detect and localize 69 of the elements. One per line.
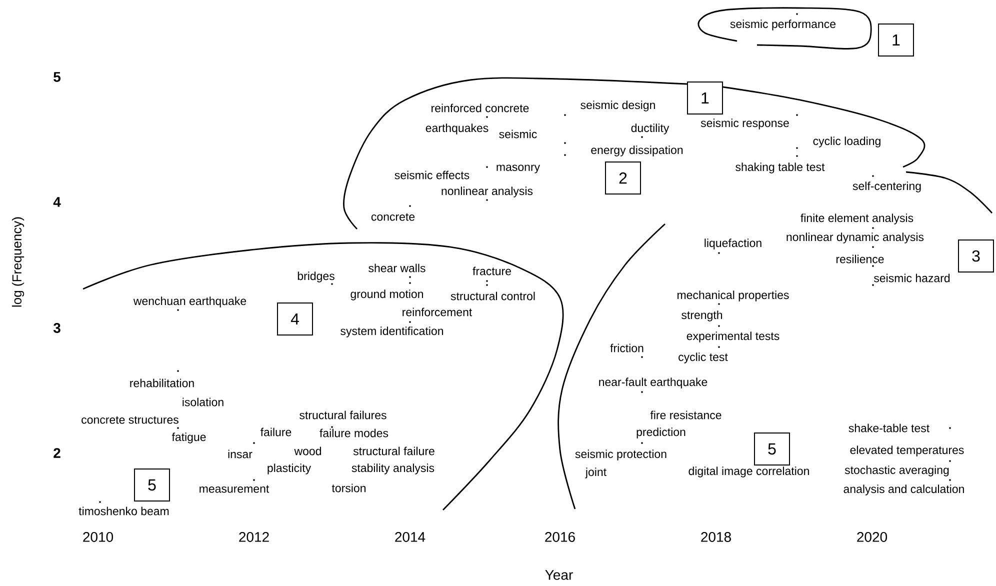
cluster-number-box: 5 [134, 468, 170, 502]
keyword-label: seismic hazard [874, 274, 950, 282]
tick-label: 2014 [395, 532, 426, 542]
keyword-label: isolation [182, 398, 224, 406]
keyword-label: masonry [496, 164, 540, 174]
keyword-label: reinforced concrete [432, 104, 529, 112]
tick-label: 2016 [545, 532, 575, 542]
keyword-label: elevated temperatures [850, 446, 964, 456]
keyword-label: structural failure [353, 446, 434, 456]
keyword-label: joint [585, 468, 606, 478]
keyword-label: near-fault earthquake [599, 378, 708, 388]
keyword-label: ductility [631, 124, 670, 134]
keyword-label: reinforcement [402, 308, 472, 316]
keyword-label: shear walls [368, 264, 426, 272]
keyword-label: structural control [450, 292, 535, 300]
keyword-label: seismic effects [394, 170, 470, 180]
cluster-number-box: 3 [958, 240, 994, 272]
keyword-label: earthquakes [426, 124, 488, 134]
keyword-label: fatigue [172, 432, 206, 444]
axis-title: Year [545, 570, 573, 580]
tick-label: 5 [54, 72, 61, 82]
tick-label: 4 [53, 197, 61, 207]
keyword-label: experimental tests [686, 332, 780, 342]
keyword-label: cyclic loading [813, 136, 880, 148]
keyword-label: plasticity [268, 464, 312, 474]
cluster-number-box: 1 [878, 24, 914, 56]
keyword-label: wood [294, 446, 321, 456]
keyword-label: stability analysis [352, 464, 434, 474]
keyword-label: mechanical properties [678, 290, 789, 302]
cluster-number-box: 1 [687, 82, 723, 114]
cluster-number-box: 4 [277, 302, 313, 336]
keyword-label: failure [260, 428, 292, 436]
keyword-label: structural failures [300, 410, 386, 420]
keyword-label: rehabilitation [130, 378, 194, 388]
tick-label: 2012 [239, 532, 269, 542]
tick-label: 2010 [83, 532, 114, 542]
keyword-label: insar [228, 450, 252, 458]
tick-label: 2018 [701, 532, 731, 542]
keyword-label: shaking table test [736, 162, 825, 174]
cluster-number-box: 5 [754, 432, 790, 466]
keyword-label: finite element analysis [800, 214, 914, 224]
keyword-label: analysis and calculation [844, 484, 964, 496]
keyword-label: shake-table test [848, 424, 930, 432]
tick-label: 2 [54, 448, 60, 458]
keyword-label: stochastic averaging [844, 466, 949, 476]
keyword-label: cyclic test [678, 352, 728, 364]
keyword-label: measurement [200, 485, 270, 493]
keyword-label: prediction [636, 428, 686, 438]
tick-label: 2020 [857, 532, 888, 542]
keyword-label: strength [682, 310, 722, 322]
keyword-label: concrete [371, 213, 415, 221]
keyword-label: torsion [332, 484, 366, 492]
tick-label: 3 [53, 323, 60, 333]
keyword-label: seismic performance [730, 20, 836, 30]
keyword-label: seismic protection [575, 450, 666, 460]
keyword-label: nonlinear analysis [442, 186, 533, 198]
keyword-label: system identification [340, 326, 443, 338]
keyword-label: ground motion [350, 290, 423, 300]
keyword-label: seismic [499, 130, 537, 138]
keyword-label: friction [610, 344, 644, 352]
axis-title: log (Frequency) [12, 217, 24, 307]
keyword-label: self-centering [852, 182, 921, 192]
cluster-number-box: 2 [605, 162, 641, 194]
keyword-label: liquefaction [704, 238, 762, 250]
keyword-label: failure modes [320, 428, 388, 438]
keyword-label: resilience [836, 254, 884, 264]
keyword-label: wenchuan earthquake [133, 296, 246, 308]
keyword-label: fracture [472, 266, 511, 276]
keyword-label: seismic design [580, 100, 655, 112]
